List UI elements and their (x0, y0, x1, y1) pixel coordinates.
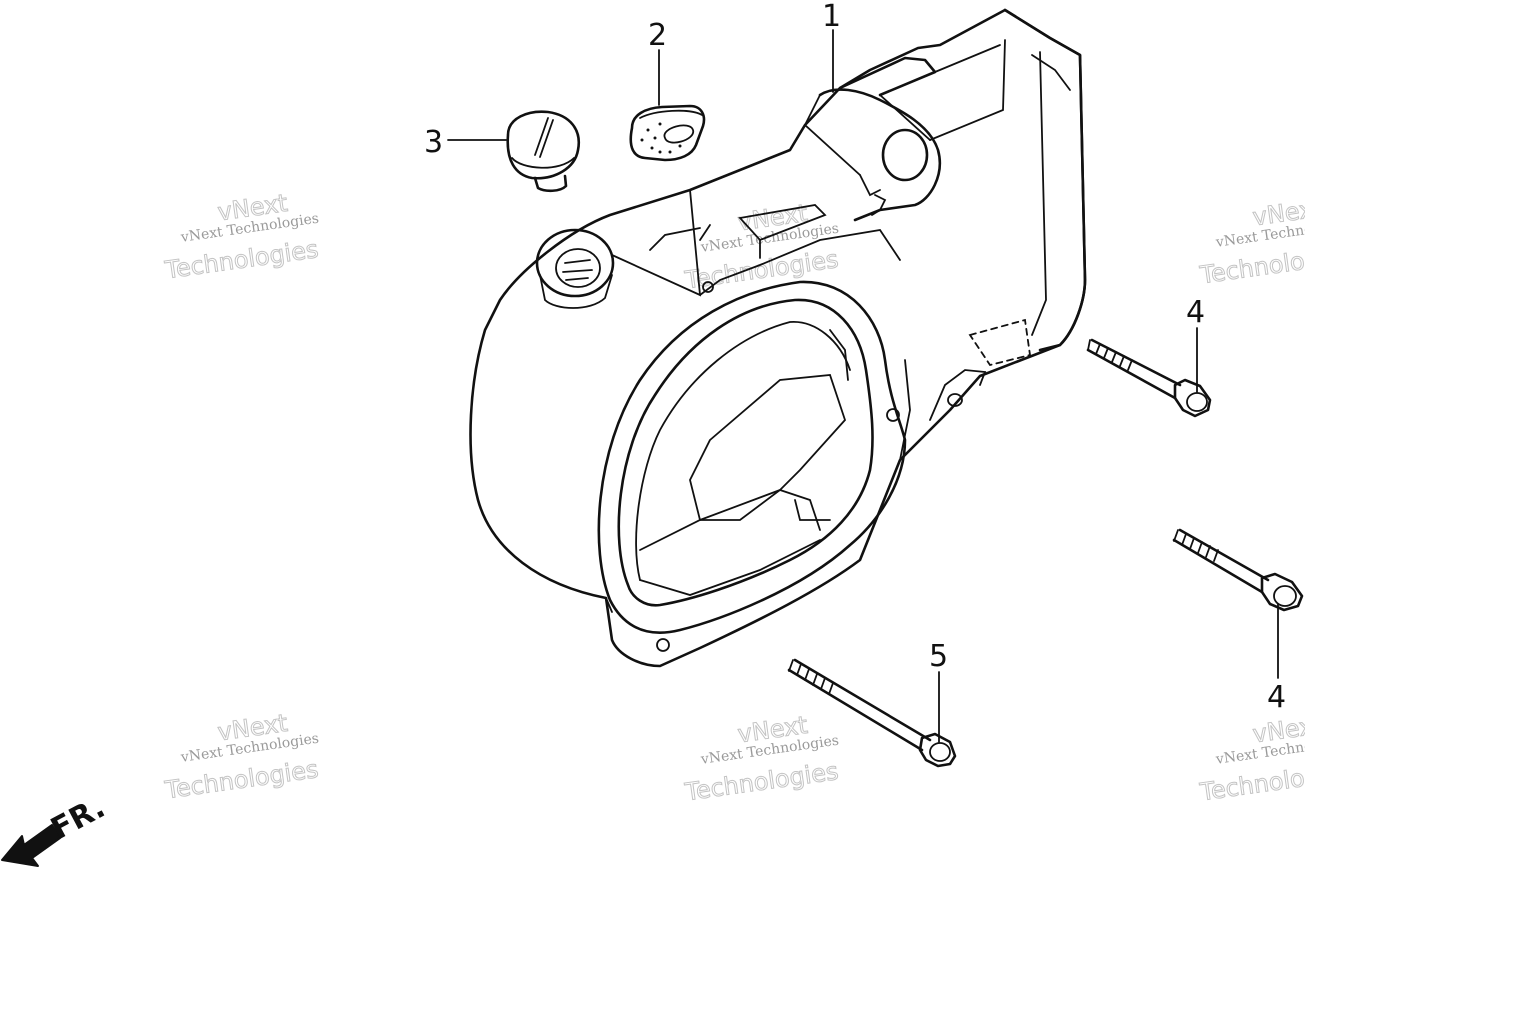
watermark-clip-bottom (1305, 710, 1536, 830)
bolt-4b-part (1172, 528, 1304, 612)
cover-part (469, 8, 1087, 668)
callout-5: 5 (929, 639, 948, 674)
plug-part (506, 110, 581, 193)
watermark-bottom-center: vNext vNext Technologies Technologies (682, 710, 841, 806)
callout-2: 2 (648, 18, 667, 53)
grommet-part (629, 104, 706, 162)
callout-4b: 4 (1267, 680, 1286, 715)
callout-4a: 4 (1186, 295, 1205, 330)
callout-1: 1 (822, 0, 841, 34)
callout-3: 3 (424, 125, 443, 160)
watermark-clip-top (1305, 195, 1536, 315)
watermark-bottom-left: vNext vNext Technologies Technologies (162, 708, 321, 804)
bolt-5-part (787, 658, 957, 768)
watermark-top-left: vNext vNext Technologies Technologies (162, 188, 321, 284)
bolt-4a-part (1086, 338, 1212, 418)
front-arrow-icon (1, 824, 61, 867)
front-direction-indicator: FR. (1, 790, 111, 867)
